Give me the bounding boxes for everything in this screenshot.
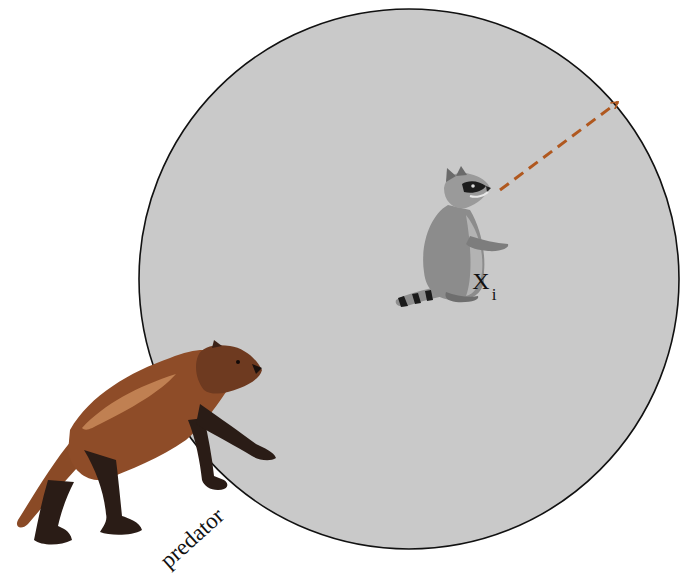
predator-figure [17, 340, 276, 545]
range-circle [139, 9, 679, 549]
subscript-label: i [492, 286, 497, 303]
raccoon-figure [396, 166, 509, 307]
subscript-label-holder: i [492, 286, 497, 304]
predator-label-holder: predator [156, 504, 228, 572]
variable-label-holder: X [472, 269, 489, 293]
predator-label: predator [156, 504, 228, 572]
radius-arrow [500, 102, 618, 190]
variable-label: X [472, 269, 489, 293]
